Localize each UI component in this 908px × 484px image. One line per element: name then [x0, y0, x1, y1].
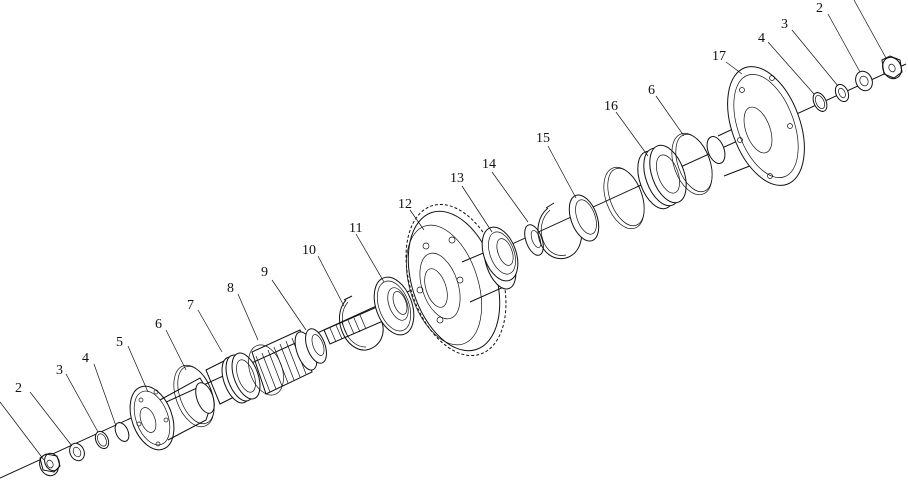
part-washer-outer-right — [855, 70, 873, 92]
part-oring-large-right — [671, 132, 713, 196]
callout-8: 8 — [227, 281, 234, 296]
callout-2-left: 2 — [15, 381, 22, 396]
callout-13: 13 — [450, 171, 464, 186]
callout-15: 15 — [536, 131, 550, 146]
callout-6-left: 6 — [155, 317, 162, 332]
part-flange-right — [706, 66, 805, 186]
callout-3-right: 3 — [781, 17, 788, 32]
part-bearing-left — [373, 276, 415, 336]
part-oring-left — [94, 430, 110, 450]
callout-2-right: 2 — [816, 1, 823, 16]
part-bearing-housing — [205, 352, 261, 405]
part-oring-right — [812, 92, 828, 112]
callout-6-right: 6 — [648, 83, 655, 98]
part-bearing-cup — [637, 144, 687, 210]
part-thrust-washer — [305, 328, 327, 364]
callout-5: 5 — [116, 335, 123, 350]
part-bearing-right — [481, 226, 519, 282]
part-spline-hub — [248, 329, 318, 396]
part-flange-left — [114, 377, 215, 451]
part-seal — [568, 194, 600, 242]
part-oring-large-left — [173, 364, 215, 428]
callout-14: 14 — [482, 157, 496, 172]
part-nut-left — [39, 452, 61, 477]
part-washer-left — [69, 442, 85, 462]
callout-3-left: 3 — [56, 363, 63, 378]
part-nut-right — [881, 55, 903, 80]
callout-9: 9 — [261, 265, 268, 280]
callout-17: 17 — [712, 49, 726, 64]
callout-12: 12 — [398, 197, 412, 212]
callout-labels: 2 3 4 5 6 7 8 9 10 11 12 13 14 15 16 6 1… — [15, 1, 823, 396]
part-oring-large-mid — [603, 166, 645, 230]
part-spacer — [524, 224, 544, 256]
callout-11: 11 — [349, 221, 362, 236]
callout-4-right: 4 — [758, 31, 765, 46]
part-snap-ring-left — [338, 295, 384, 351]
leader-lines — [0, 0, 887, 461]
callout-4-left: 4 — [82, 351, 89, 366]
callout-7: 7 — [187, 298, 194, 313]
callout-10: 10 — [302, 243, 316, 258]
part-washer-right — [834, 83, 850, 103]
callout-16: 16 — [604, 99, 618, 114]
